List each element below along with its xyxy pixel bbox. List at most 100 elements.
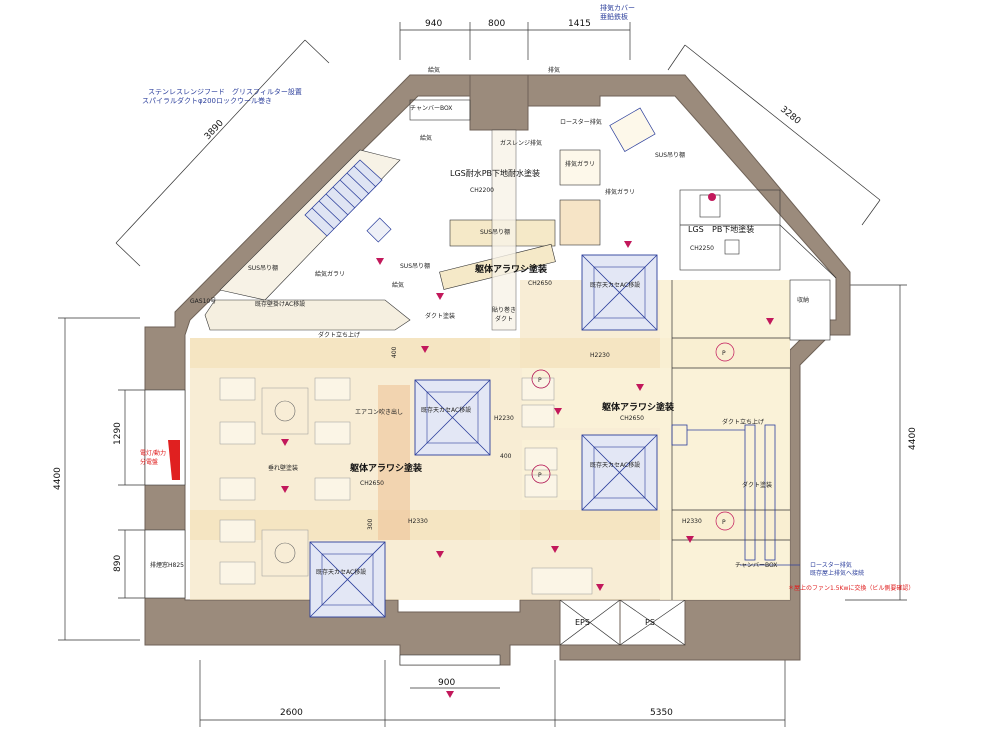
exhaust-gallery-1: 排気ガラリ bbox=[565, 160, 595, 168]
chamber-box-top: チャンバーBOX bbox=[410, 105, 452, 112]
h2330-a: H2330 bbox=[408, 518, 428, 525]
ps-label: PS bbox=[645, 618, 655, 627]
downlight-icon bbox=[686, 536, 694, 543]
table-group bbox=[521, 369, 558, 498]
dim-4400-left: 4400 bbox=[53, 467, 63, 490]
dim-900: 900 bbox=[438, 678, 455, 688]
dim-5350: 5350 bbox=[650, 708, 673, 718]
duct-riser-1: ダクト立ち上げ bbox=[318, 331, 360, 339]
sus-rack-4: SUS吊り棚 bbox=[400, 262, 430, 270]
wrap-label-1: 貼り巻き bbox=[492, 306, 516, 314]
downlight-icon bbox=[596, 584, 604, 591]
sus-rack-1: SUS吊り棚 bbox=[655, 151, 685, 159]
arawashi-top: 躯体アラワシ塗装 bbox=[474, 263, 548, 275]
dim-2600: 2600 bbox=[280, 708, 303, 718]
downlight-icon bbox=[281, 486, 289, 493]
ch2650-b: CH2650 bbox=[620, 415, 644, 422]
eps-label: EPS bbox=[575, 618, 590, 627]
wall-ac-relocate: 既存壁掛けAC移設 bbox=[255, 300, 305, 308]
downlight-icon bbox=[436, 293, 444, 300]
supply-label-2: 給気 bbox=[420, 134, 432, 142]
ceiling-ac-icon bbox=[581, 434, 658, 511]
dim-4400-right: 4400 bbox=[908, 427, 918, 450]
chamber-box-bottom: チャンバーBOX bbox=[735, 562, 777, 569]
duct-paint-2: ダクト塗装 bbox=[742, 481, 772, 489]
arawashi-left: 躯体アラワシ塗装 bbox=[349, 462, 423, 474]
ceiling-ac-icon bbox=[309, 541, 386, 618]
lgs-label: LGS bbox=[688, 225, 704, 234]
sus-rack-2: SUS吊り棚 bbox=[480, 228, 510, 236]
dim-1415: 1415 bbox=[568, 19, 591, 29]
downlight-icon bbox=[281, 439, 289, 446]
roaster-note-1: ロースター排気 bbox=[810, 561, 852, 569]
gas-heater: GAS10号 bbox=[190, 298, 216, 305]
breaker-panel-icon bbox=[168, 440, 180, 480]
ch2200: CH2200 bbox=[470, 187, 494, 194]
dim-400a: 400 bbox=[391, 346, 398, 358]
range-hood-icon bbox=[304, 159, 383, 237]
ceiling-ac-icon bbox=[581, 254, 658, 331]
exhaust-cover-note-2: 亜鉛鉄板 bbox=[600, 12, 628, 21]
pb-paint-label: PB下地塗装 bbox=[712, 224, 754, 234]
duct-riser-2: ダクト立ち上げ bbox=[722, 418, 764, 426]
ceiling-ac-label-3: 既存天カセAC移設 bbox=[590, 461, 640, 469]
smoke-window-label: 排煙窓H825 bbox=[150, 561, 184, 569]
roaster-exhaust: ロースター排気 bbox=[560, 118, 602, 126]
ceiling-ac-units bbox=[309, 254, 658, 618]
supply-head: 給気 bbox=[392, 281, 404, 289]
ceiling-ac-label-2: 既存天カセAC移設 bbox=[421, 406, 471, 414]
supply-label-1: 給気 bbox=[428, 66, 440, 74]
h2230-a: H2230 bbox=[590, 352, 610, 359]
dim-890: 890 bbox=[113, 555, 123, 572]
room-labels: 給気 給気 排気 チャンバーBOX ロースター排気 ガスレンジ排気 排気ガラリ … bbox=[150, 66, 809, 627]
h2330-b: H2330 bbox=[682, 518, 702, 525]
fan-note: ＊屋上のファン1.5Kwに交換（ビル側要確認） bbox=[788, 584, 914, 592]
wrap-label-2: ダクト bbox=[495, 315, 513, 323]
breaker-note-1: 電灯/動力 bbox=[140, 449, 166, 457]
ch2250: CH2250 bbox=[690, 245, 714, 252]
dim-300: 300 bbox=[367, 518, 374, 530]
exhaust-cover-note-1: 排気カバー bbox=[600, 3, 635, 12]
dim-3280: 3280 bbox=[778, 105, 802, 127]
p-mark-1: P bbox=[722, 350, 726, 357]
ch2650-a: CH2650 bbox=[528, 280, 552, 287]
downlight-icon bbox=[446, 691, 454, 698]
downlight-icon bbox=[421, 346, 429, 353]
ceiling-ac-label-4: 既存天カセAC移設 bbox=[316, 568, 366, 576]
table-group bbox=[219, 377, 351, 445]
exhaust-label: 排気 bbox=[548, 66, 560, 74]
downlight-icon bbox=[436, 551, 444, 558]
gas-range-exhaust: ガスレンジ排気 bbox=[500, 139, 542, 147]
downlight-icon bbox=[636, 384, 644, 391]
roaster-note-2: 既存屋上排気へ接続 bbox=[810, 569, 864, 577]
downlight-icon bbox=[551, 546, 559, 553]
downlight-icon bbox=[766, 318, 774, 325]
table-group bbox=[219, 477, 351, 585]
downlight-icon bbox=[554, 408, 562, 415]
downlight-icon bbox=[624, 241, 632, 248]
ceiling-ac-icon bbox=[414, 379, 491, 456]
dim-400b: 400 bbox=[500, 453, 512, 460]
kitchen-area bbox=[204, 99, 837, 341]
sus-rack-3: SUS吊り棚 bbox=[248, 264, 278, 272]
right-ducts bbox=[671, 424, 800, 566]
dim-940: 940 bbox=[425, 19, 442, 29]
p-mark-3: P bbox=[538, 377, 542, 384]
hanging-wall-label: 垂れ壁塗装 bbox=[268, 464, 298, 472]
ceiling-ac-label-1: 既存天カセAC移設 bbox=[590, 281, 640, 289]
breaker-note-2: 分電盤 bbox=[140, 458, 158, 466]
dimension-lines bbox=[58, 22, 907, 727]
dining-furniture bbox=[219, 193, 790, 600]
p-mark-4: P bbox=[538, 472, 542, 479]
dim-800: 800 bbox=[488, 19, 505, 29]
hood-note-line2: スパイラルダクトφ200ロックウール巻き bbox=[142, 96, 272, 105]
annotation-text: ステンレスレンジフード グリスフィルター設置 スパイラルダクトφ200ロックウー… bbox=[140, 3, 914, 592]
hood-note-line1: ステンレスレンジフード グリスフィルター設置 bbox=[148, 87, 302, 96]
downlight-icon bbox=[376, 258, 384, 265]
dim-1290: 1290 bbox=[113, 422, 123, 445]
p-mark-2: P bbox=[722, 519, 726, 526]
duct-paint-1: ダクト塗装 bbox=[425, 312, 455, 320]
h2230-b: H2230 bbox=[494, 415, 514, 422]
downlights bbox=[281, 241, 774, 698]
lgs-waterproof: LGS耐水PB下地耐水塗装 bbox=[450, 168, 540, 178]
